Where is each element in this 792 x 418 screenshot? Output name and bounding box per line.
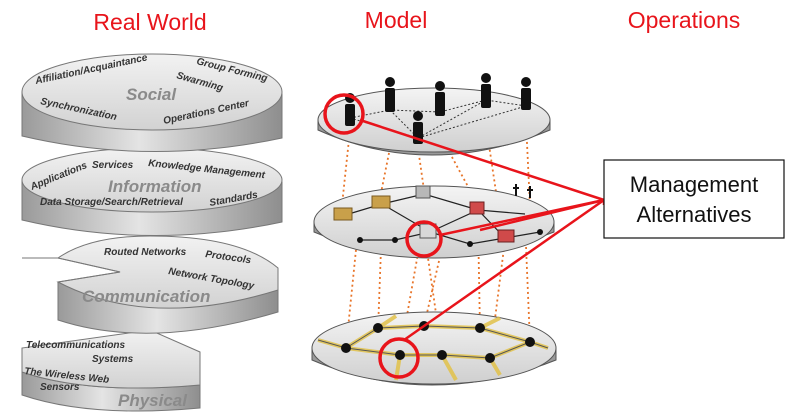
information-layer: Applications Services Knowledge Manageme… [21, 147, 283, 237]
physical-network-disk [311, 311, 557, 386]
person-icons [345, 73, 531, 144]
callout-line-2: Alternatives [637, 202, 752, 227]
highlight-circles [323, 93, 443, 379]
header-real-world: Real World [93, 9, 206, 35]
physical-highlight-circle [378, 337, 420, 379]
communication-title: Communication [82, 287, 210, 306]
information-network-disk [313, 184, 555, 259]
physical-item-systems: Systems [92, 354, 134, 365]
information-highlight-circle [405, 220, 443, 258]
management-alternatives-box: Management Alternatives [603, 159, 785, 239]
information-item-services: Services [92, 160, 134, 171]
communication-item-routed-networks: Routed Networks [104, 247, 187, 258]
social-network-disk [317, 73, 551, 156]
social-highlight-circle [323, 93, 365, 135]
callout-line-1: Management [630, 172, 758, 197]
real-world-cylinder: Telecommunications Systems The Wireless … [21, 52, 283, 412]
physical-item-telecommunications: Telecommunications [26, 340, 126, 351]
header-operations: Operations [628, 7, 741, 33]
header-model: Model [365, 7, 428, 33]
information-item-data-storage: Data Storage/Search/Retrieval [40, 197, 183, 208]
callout-connectors [359, 118, 606, 342]
social-title: Social [126, 85, 177, 104]
communication-layer: Routed Networks Protocols Network Topolo… [22, 235, 279, 334]
physical-title: Physical [118, 391, 188, 410]
building-icons [333, 184, 533, 243]
social-layer: Affiliation/Acquaintance Group Forming S… [21, 52, 283, 153]
physical-item-sensors: Sensors [40, 382, 80, 393]
model-stack [311, 73, 606, 386]
information-title: Information [108, 177, 202, 196]
physical-layer: Telecommunications Systems The Wireless … [21, 329, 201, 412]
